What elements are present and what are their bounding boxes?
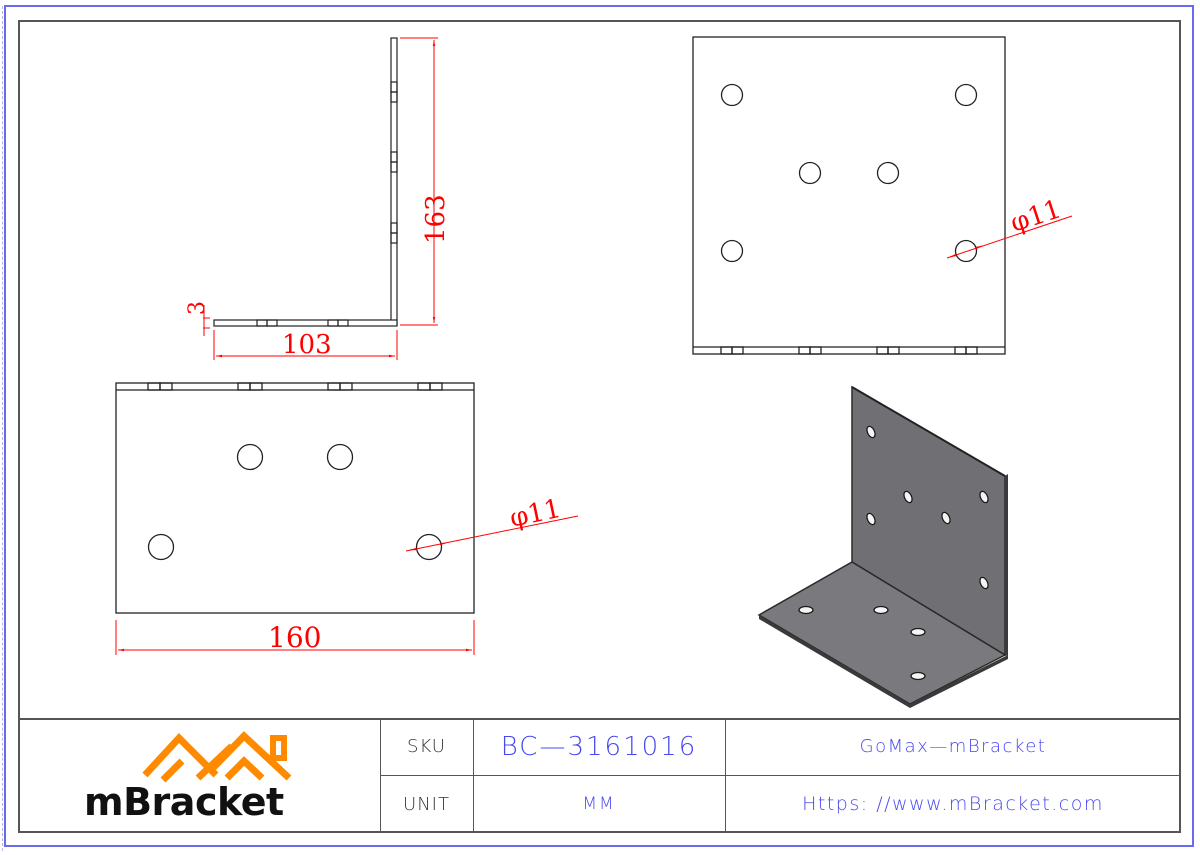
product-name: GoMax—mBracket — [859, 736, 1047, 757]
product-name-cell: GoMax—mBracket — [725, 718, 1181, 775]
hole — [720, 239, 744, 263]
top-view — [115, 382, 475, 614]
sku-value: BC—3161016 — [500, 731, 698, 762]
house-roof-icon — [142, 731, 292, 783]
outer-border-dash — [2, 6, 4, 851]
hole-diameter-dimension: φ11 — [1007, 194, 1065, 238]
top-view-dimensions — [115, 515, 579, 655]
height-dimension-163: 163 — [421, 194, 451, 244]
unit-value-cell: MM — [473, 775, 725, 833]
hole — [720, 83, 744, 107]
sku-label: SKU — [407, 736, 446, 757]
hole — [236, 443, 264, 471]
side-view-dimensions — [203, 37, 438, 360]
unit-label-cell: UNIT — [380, 775, 473, 833]
front-view-hole-dimension — [946, 215, 1073, 259]
website-link[interactable]: Https: //www.mBracket.com — [802, 793, 1104, 815]
brand-name: mBracket — [84, 780, 284, 824]
title-block: mBracket SKU BC—3161016 GoMax—mBracket U… — [18, 718, 1181, 833]
isometric-view — [757, 385, 1008, 708]
hole — [147, 533, 175, 561]
hole — [954, 83, 978, 107]
hole-diameter-dimension: φ11 — [507, 494, 563, 534]
hole — [415, 533, 443, 561]
hole — [798, 161, 822, 185]
hole — [954, 239, 978, 263]
title-block-row-divider — [380, 775, 1181, 776]
width-dimension-160: 160 — [268, 621, 321, 654]
hole — [876, 161, 900, 185]
title-block-top-line — [18, 718, 1181, 720]
brand-logo: mBracket — [18, 718, 380, 833]
thickness-dimension-3: 3 — [185, 301, 210, 315]
inner-frame — [18, 20, 1181, 833]
outer-border — [4, 5, 1194, 847]
sku-label-cell: SKU — [380, 718, 473, 775]
front-view — [692, 36, 1006, 355]
website-cell: Https: //www.mBracket.com — [725, 775, 1181, 833]
width-dimension-103: 103 — [282, 330, 332, 360]
hole — [326, 443, 354, 471]
unit-label: UNIT — [403, 793, 450, 815]
side-view — [213, 37, 398, 327]
sku-value-cell: BC—3161016 — [473, 718, 725, 775]
unit-value: MM — [582, 794, 616, 814]
